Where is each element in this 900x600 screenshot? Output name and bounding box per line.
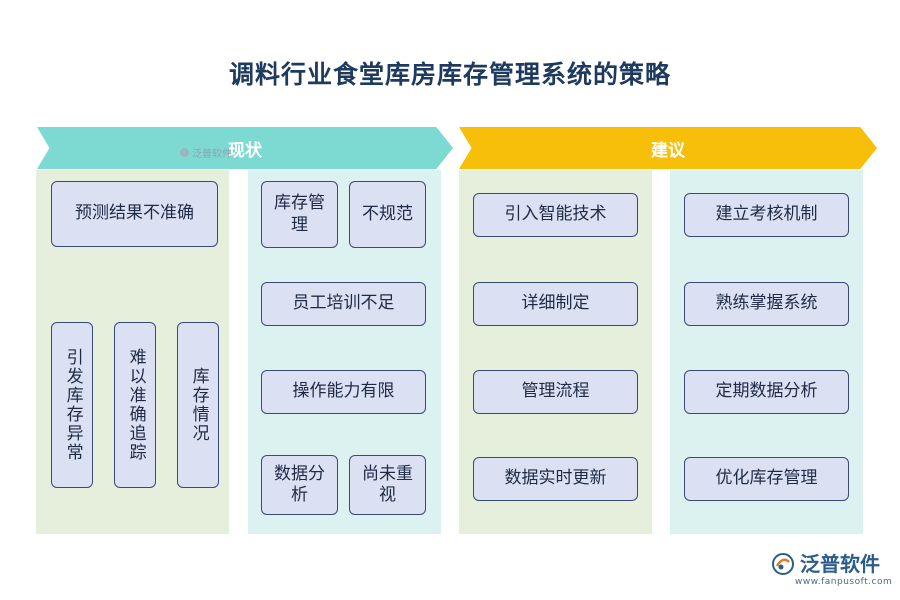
brand-url: www.fanpusoft.com bbox=[795, 577, 893, 587]
box-suggestion-1-4: 数据实时更新 bbox=[473, 457, 638, 501]
box-suggestion-2-3: 定期数据分析 bbox=[684, 370, 849, 414]
watermark-logo-icon bbox=[180, 148, 189, 157]
box-suggestion-1-1: 引入智能技术 bbox=[473, 193, 638, 237]
watermark-text: 泛普软件 bbox=[192, 149, 232, 160]
banner-current-status-label: 现状 bbox=[228, 140, 262, 161]
box-staff-training: 员工培训不足 bbox=[261, 282, 426, 326]
banner-current-status: 现状 bbox=[37, 127, 453, 169]
box-suggestion-1-2: 详细制定 bbox=[473, 282, 638, 326]
box-forecast-inaccurate: 预测结果不准确 bbox=[51, 181, 218, 247]
box-vertical-1: 引发库存异常 bbox=[51, 322, 93, 488]
box-suggestion-2-4: 优化库存管理 bbox=[684, 457, 849, 501]
banner-suggestions: 建议 bbox=[459, 127, 877, 169]
box-inventory-management: 库存管理 bbox=[261, 181, 338, 248]
brand-logo-icon bbox=[772, 553, 794, 575]
watermark: 泛普软件 bbox=[180, 145, 232, 160]
brand-logo: 泛普软件 bbox=[772, 553, 880, 575]
box-irregular: 不规范 bbox=[349, 181, 426, 248]
box-suggestion-2-1: 建立考核机制 bbox=[684, 193, 849, 237]
box-vertical-2: 难以准确追踪 bbox=[114, 322, 156, 488]
box-operation-ability: 操作能力有限 bbox=[261, 370, 426, 414]
box-suggestion-2-2: 熟练掌握系统 bbox=[684, 282, 849, 326]
box-not-valued: 尚未重视 bbox=[349, 455, 426, 515]
banner-suggestions-label: 建议 bbox=[651, 140, 685, 161]
brand-name: 泛普软件 bbox=[800, 552, 880, 576]
box-data-analysis: 数据分析 bbox=[261, 455, 338, 515]
page-title: 调料行业食堂库房库存管理系统的策略 bbox=[228, 60, 671, 89]
box-suggestion-1-3: 管理流程 bbox=[473, 370, 638, 414]
box-vertical-3: 库存情况 bbox=[177, 322, 219, 488]
